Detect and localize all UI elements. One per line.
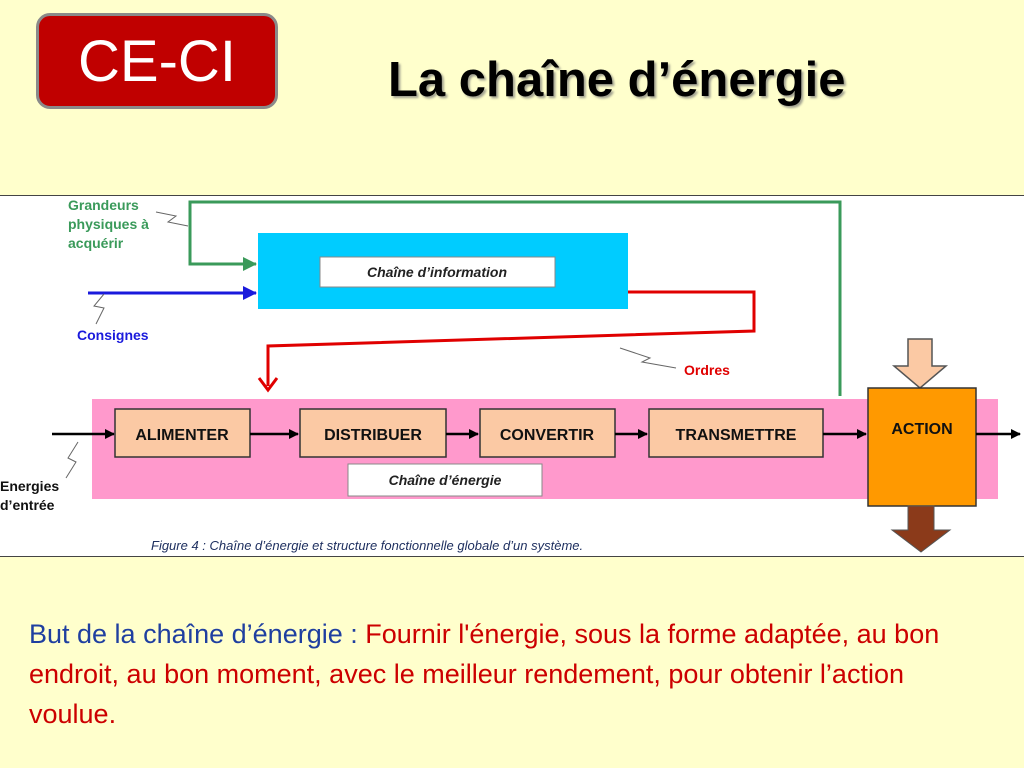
energy-chain-label: Chaîne d’énergie — [389, 472, 502, 488]
energies-leader — [65, 441, 79, 479]
output-flow-icon — [890, 505, 952, 553]
action-label: ACTION — [891, 421, 952, 438]
block-convertir-label: CONVERTIR — [500, 427, 595, 444]
badge-label: CE-CI — [78, 28, 236, 94]
block-distribuer — [299, 408, 447, 458]
action-block — [867, 387, 977, 507]
feedback-arrow — [188, 200, 842, 396]
purpose-text: Fournir l'énergie, sous la forme adaptée… — [29, 619, 940, 729]
page-title: La chaîne d’énergie — [388, 53, 846, 107]
block-transmettre-label: TRANSMETTRE — [676, 427, 797, 444]
block-alimenter-label: ALIMENTER — [135, 427, 229, 444]
input-flow-icon — [891, 338, 949, 389]
ordres-arrowhead — [257, 377, 279, 393]
figure-caption: Figure 4 : Chaîne d’énergie et structure… — [151, 538, 583, 553]
block-alimenter — [114, 408, 251, 458]
energy-chain-label-box — [347, 463, 543, 497]
consignes-label: Consignes — [77, 327, 149, 343]
energies-label: Energies d’entrée — [0, 478, 63, 513]
ordres-label: Ordres — [684, 362, 730, 378]
ce-ci-badge: CE-CI — [36, 13, 278, 109]
consignes-leader — [93, 293, 105, 325]
energy-chain-figure: Chaîne d’information ALIMENTER DISTRIBUE… — [0, 195, 1024, 557]
chain-purpose-text: But de la chaîne d’énergie : Fournir l'é… — [29, 614, 989, 734]
ordres-arrow — [266, 290, 756, 386]
grandeurs-leader — [155, 211, 189, 227]
block-distribuer-label: DISTRIBUER — [324, 427, 422, 444]
grandeurs-label: Grandeurs physiques à acquérir — [68, 197, 153, 251]
information-chain-label-box — [319, 256, 556, 288]
ordres-leader — [619, 347, 677, 369]
purpose-lead: But de la chaîne d’énergie : — [29, 619, 366, 649]
information-chain-label: Chaîne d’information — [367, 264, 507, 280]
energy-chain-diagram: Chaîne d’information ALIMENTER DISTRIBUE… — [0, 197, 1021, 553]
block-convertir — [479, 408, 616, 458]
